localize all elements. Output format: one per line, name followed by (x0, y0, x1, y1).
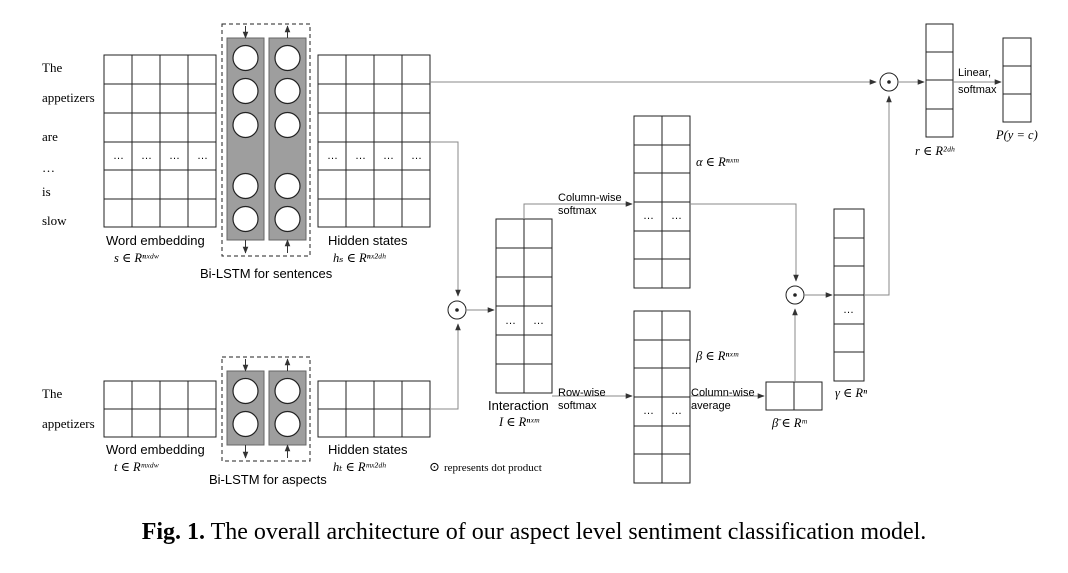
beta-bar-vector (765, 381, 823, 411)
svg-text:…: … (843, 304, 854, 316)
hidden-states-s-label: Hidden states (328, 233, 408, 248)
bilstm-sentences-label: Bi-LSTM for sentences (200, 266, 333, 281)
dot-legend-symbol: ⊙ (429, 459, 440, 474)
word-embedding-s-label: Word embedding (106, 233, 205, 248)
svg-text:…: … (533, 315, 544, 327)
sentence-word: is (42, 184, 51, 199)
beta-math: β ∈ Rⁿˣᵐ (695, 349, 739, 363)
dot-product-node-r (879, 72, 899, 92)
output-vector (1002, 37, 1032, 123)
hidden-states-s-math: hₛ ∈ Rⁿˣ²ᵈʰ (333, 251, 386, 265)
svg-text:…: … (671, 210, 682, 222)
interaction-label: Interaction (488, 398, 549, 413)
aspect-hidden-states-grid (317, 380, 431, 438)
svg-text:…: … (169, 150, 180, 162)
beta-matrix (633, 310, 691, 484)
dot-product-node-gamma (785, 285, 805, 305)
svg-text:…: … (141, 150, 152, 162)
sentence-word-embedding-grid (103, 54, 217, 228)
sentence-hidden-states-grid (317, 54, 431, 228)
linear-label-1: Linear, (958, 67, 991, 79)
hidden-states-t-math: hₜ ∈ Rᵐˣ²ᵈʰ (333, 460, 386, 474)
sentence-hidden-ellipsis: … … … … (327, 150, 422, 162)
r-vector (925, 23, 954, 138)
beta-bar-math: β̄ ∈ Rᵐ (771, 416, 807, 430)
col-avg-label-1: Column-wise (691, 387, 755, 399)
word-embedding-t-math: t ∈ Rᵐˣᵈʷ (114, 460, 159, 474)
word-embedding-t-label: Word embedding (106, 442, 205, 457)
word-embedding-s-math: s ∈ Rⁿˣᵈʷ (114, 251, 159, 265)
sentence-word: … (42, 160, 55, 175)
caption-prefix: Fig. 1. (141, 519, 206, 545)
dot-legend-text: represents dot product (444, 462, 542, 474)
sentence-words: The appetizers are … is slow (42, 60, 95, 228)
interaction-matrix (495, 218, 553, 394)
bilstm-aspects-block (221, 356, 311, 462)
gamma-vector (833, 208, 865, 382)
svg-text:…: … (643, 210, 654, 222)
interaction-math: I ∈ Rⁿˣᵐ (498, 415, 540, 429)
r-math: r ∈ R²ᵈʰ (915, 144, 955, 158)
dot-product-node-interaction (447, 300, 467, 320)
svg-text:…: … (197, 150, 208, 162)
col-avg-label-2: average (691, 400, 731, 412)
sentence-embedding-ellipsis: … … … … (113, 150, 208, 162)
output-math: P(y = c) (995, 128, 1038, 142)
alpha-matrix (633, 115, 691, 289)
svg-text:…: … (355, 150, 366, 162)
svg-text:…: … (411, 150, 422, 162)
col-softmax-label-2: softmax (558, 205, 597, 217)
sentence-word: are (42, 129, 58, 144)
svg-text:…: … (671, 405, 682, 417)
svg-text:…: … (505, 315, 516, 327)
col-softmax-label-1: Column-wise (558, 192, 622, 204)
hidden-states-t-label: Hidden states (328, 442, 408, 457)
aspect-word-embedding-grid (103, 380, 217, 438)
aspect-word: The (42, 386, 62, 401)
sentence-word: slow (42, 213, 67, 228)
row-softmax-label-1: Row-wise (558, 387, 606, 399)
linear-label-2: softmax (958, 84, 997, 96)
svg-text:…: … (113, 150, 124, 162)
gamma-math: γ ∈ Rⁿ (835, 386, 867, 400)
svg-text:…: … (383, 150, 394, 162)
bilstm-sentences-block (221, 23, 311, 257)
alpha-math: α ∈ Rⁿˣᵐ (696, 155, 739, 169)
row-softmax-label-2: softmax (558, 400, 597, 412)
aspect-word: appetizers (42, 416, 95, 431)
bilstm-aspects-label: Bi-LSTM for aspects (209, 472, 327, 487)
caption-text: The overall architecture of our aspect l… (210, 519, 927, 545)
sentence-word: The (42, 60, 62, 75)
svg-text:…: … (327, 150, 338, 162)
sentence-word: appetizers (42, 90, 95, 105)
svg-text:…: … (643, 405, 654, 417)
figure-caption: Fig. 1. The overall architecture of our … (0, 519, 1068, 546)
